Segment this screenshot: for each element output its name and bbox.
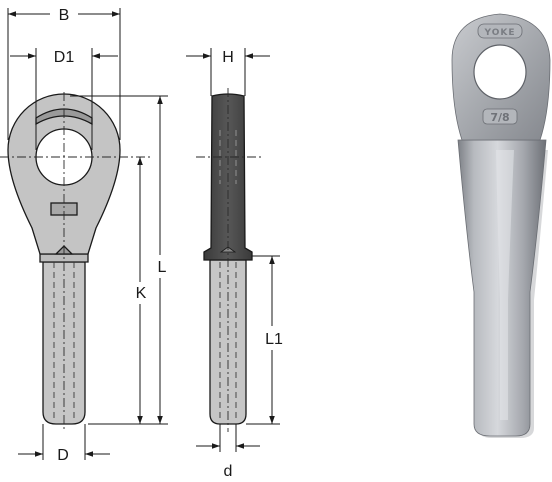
photo-top-stamp-plate (477, 23, 523, 39)
dimensions: B D1 H L K L1 D (7, 7, 283, 480)
photo-size-stamp-plate (482, 108, 518, 125)
dim-label-k: K (136, 285, 147, 302)
dim-label-l1: L1 (265, 331, 283, 348)
photo-size-stamp-text: 7/8 (490, 111, 509, 124)
product-photo: YOKE 7/8 (451, 13, 551, 438)
dim-label-small-d: d (224, 463, 233, 480)
side-view (196, 88, 262, 432)
dim-label-h: H (222, 49, 234, 66)
photo-body-highlight (496, 150, 514, 420)
dim-label-d1: D1 (54, 49, 75, 66)
photo-top-stamp-text: YOKE (484, 28, 516, 38)
front-view (0, 92, 152, 430)
dim-label-d: D (57, 447, 69, 464)
dim-label-l: L (158, 259, 167, 276)
dim-label-b: B (59, 7, 70, 24)
photo-eye-hole (473, 44, 527, 100)
